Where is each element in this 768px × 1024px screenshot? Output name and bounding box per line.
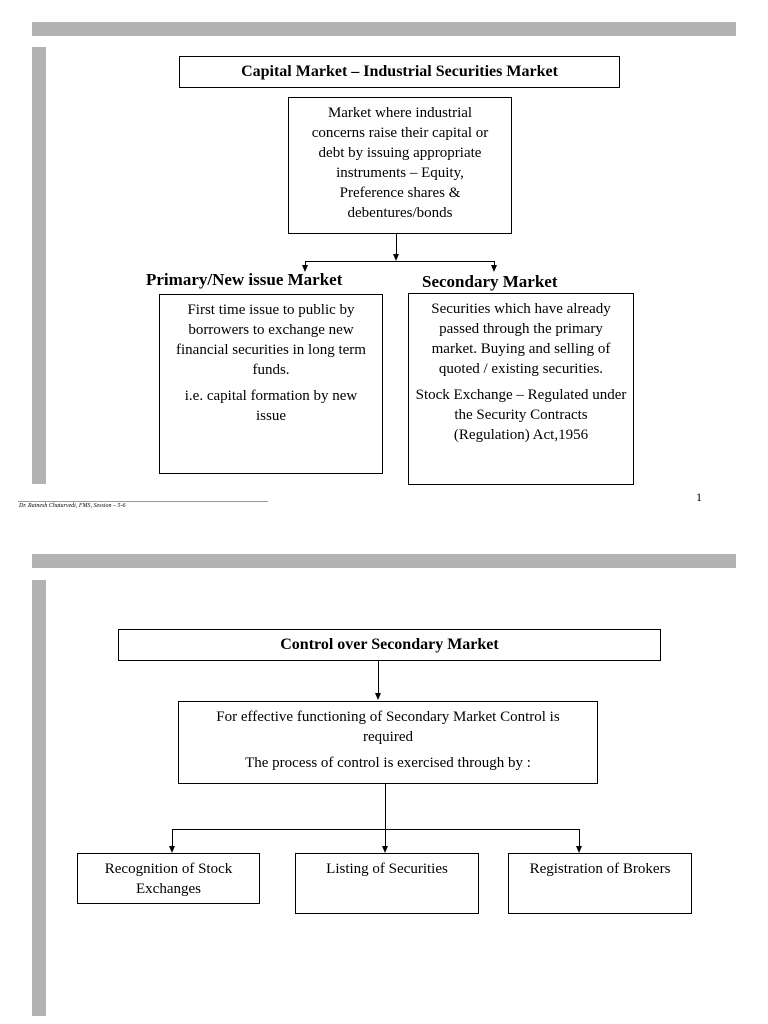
arrow-down-icon	[393, 254, 399, 261]
arrow-down-icon	[169, 846, 175, 853]
secondary-market-box: Securities which have already passed thr…	[408, 293, 634, 485]
arrow-down-icon	[576, 846, 582, 853]
footer-author: Dr. Ratnesh Chaturvedi, FMS, Session – 5…	[19, 503, 126, 509]
primary-market-description: First time issue to public by borrowers …	[176, 302, 366, 378]
definition-line: concerns raise their capital or	[311, 125, 489, 141]
control-process-text: The process of control is exercised thro…	[245, 755, 531, 771]
secondary-market-description: Securities which have already passed thr…	[431, 301, 611, 377]
definition-line: instruments – Equity,	[336, 165, 464, 181]
primary-market-box: First time issue to public by borrowers …	[159, 294, 383, 474]
primary-market-note: i.e. capital formation by new issue	[184, 388, 358, 424]
page-number: 1	[696, 490, 702, 504]
recognition-box: Recognition of Stock Exchanges	[77, 853, 260, 904]
slide1-title: Capital Market – Industrial Securities M…	[241, 63, 558, 80]
definition-box: Market where industrial concerns raise t…	[288, 97, 512, 234]
definition-line: Preference shares &	[339, 185, 461, 201]
secondary-market-heading: Secondary Market	[422, 272, 558, 291]
registration-box: Registration of Brokers	[508, 853, 692, 914]
definition-line: debentures/bonds	[347, 205, 453, 221]
registration-label: Registration of Brokers	[529, 861, 671, 877]
control-process-box: For effective functioning of Secondary M…	[178, 701, 598, 784]
arrow-down-icon	[491, 265, 497, 272]
connector-line	[494, 261, 495, 266]
secondary-market-regulation: Stock Exchange – Regulated under the Sec…	[415, 387, 627, 443]
arrow-down-icon	[375, 693, 381, 700]
connector-line	[172, 829, 579, 830]
arrow-down-icon	[382, 846, 388, 853]
slide2-top-bar	[32, 554, 736, 568]
connector-line	[579, 829, 580, 846]
arrow-down-icon	[302, 265, 308, 272]
connector-line	[305, 261, 306, 266]
slide2-title: Control over Secondary Market	[280, 636, 499, 653]
listing-label: Listing of Securities	[326, 861, 448, 877]
slide1-side-bar	[32, 47, 46, 484]
slide1-top-bar	[32, 22, 736, 36]
slide2-title-box: Control over Secondary Market	[118, 629, 661, 661]
definition-line: Market where industrial	[327, 105, 473, 121]
control-requirement-text: For effective functioning of Secondary M…	[216, 709, 560, 745]
connector-line	[385, 784, 386, 846]
connector-line	[378, 661, 379, 693]
connector-line	[172, 829, 173, 846]
slide2-side-bar	[32, 580, 46, 1016]
slide1-title-box: Capital Market – Industrial Securities M…	[179, 56, 620, 88]
listing-box: Listing of Securities	[295, 853, 479, 914]
primary-market-heading: Primary/New issue Market	[146, 270, 343, 289]
connector-line	[396, 234, 397, 254]
footer-divider	[18, 501, 268, 502]
connector-line	[305, 261, 494, 262]
definition-line: debt by issuing appropriate	[318, 145, 482, 161]
recognition-label: Recognition of Stock Exchanges	[104, 861, 233, 897]
